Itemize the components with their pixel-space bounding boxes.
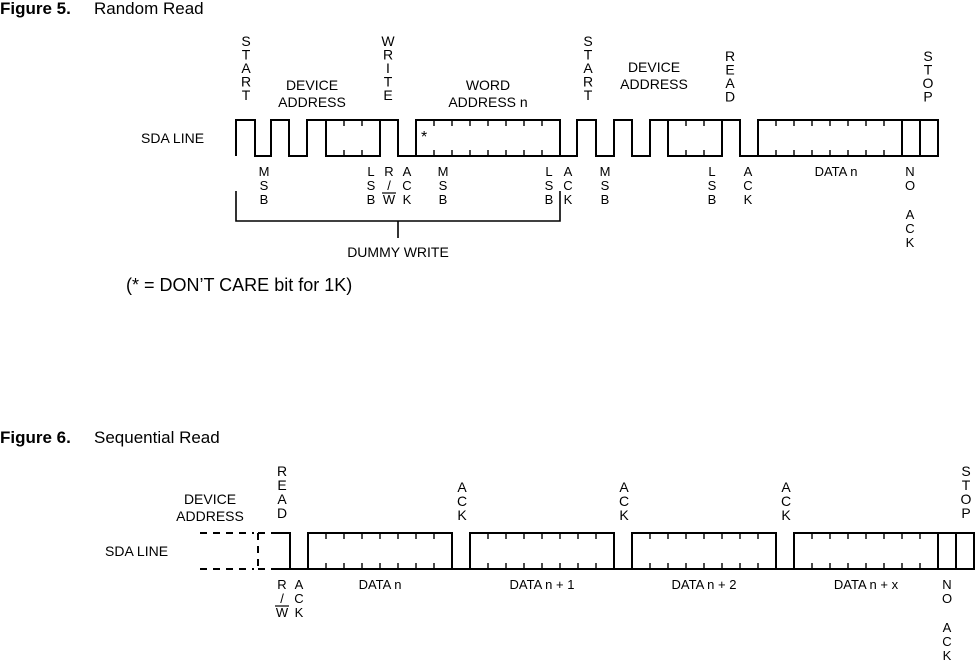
figure5-dummy-write-label: DUMMY WRITE (347, 244, 449, 260)
figure5-data-n-label: DATA n (815, 164, 858, 179)
figure5-title: Random Read (94, 0, 204, 18)
figure6-title: Sequential Read (94, 428, 220, 447)
figure5-device-address2-line2: ADDRESS (620, 76, 688, 92)
figure6-bit-ticks (325, 533, 921, 569)
figure5-word-address-line1: WORD (466, 77, 510, 93)
figure5-footnote: (* = DON’T CARE bit for 1K) (126, 275, 352, 295)
figure6-data-n-plus-1: DATA n + 1 (510, 577, 575, 592)
figure6-data-n: DATA n (359, 577, 402, 592)
figure5-sda-line-label: SDA LINE (141, 130, 204, 146)
figure5-dont-care-star: * (421, 129, 427, 146)
figure5-label: Figure 5. (0, 0, 71, 18)
figure6-sda-line-label: SDA LINE (105, 543, 168, 559)
figure5-rw-r: R (384, 164, 393, 179)
figure6-data-n-plus-2: DATA n + 2 (672, 577, 737, 592)
figure5-rw-w: W (383, 192, 396, 207)
figure5-word-address-line2: ADDRESS n (448, 94, 527, 110)
figure6-rw-r: R (277, 577, 286, 592)
figure6-sda-waveform (272, 532, 975, 570)
figure6-device-address-line1: DEVICE (184, 491, 236, 507)
figure5-device-address2-line1: DEVICE (628, 59, 680, 75)
figure6-data-n-plus-x: DATA n + x (834, 577, 899, 592)
figure5-device-address1-line1: DEVICE (286, 77, 338, 93)
figure6-rw-w: W (276, 605, 289, 620)
figure6-rw-slash: / (280, 591, 284, 606)
figure5-dummy-write-bracket (235, 191, 561, 222)
figure6-label: Figure 6. (0, 428, 71, 447)
figure5-device-address1-line2: ADDRESS (278, 94, 346, 110)
figure5-rw-slash: / (387, 178, 391, 193)
figure6-device-address-line2: ADDRESS (176, 508, 244, 524)
figure6-dashed-lead (200, 532, 272, 570)
figure5-sda-waveform (235, 119, 939, 157)
figure5-bit-ticks (343, 120, 885, 156)
